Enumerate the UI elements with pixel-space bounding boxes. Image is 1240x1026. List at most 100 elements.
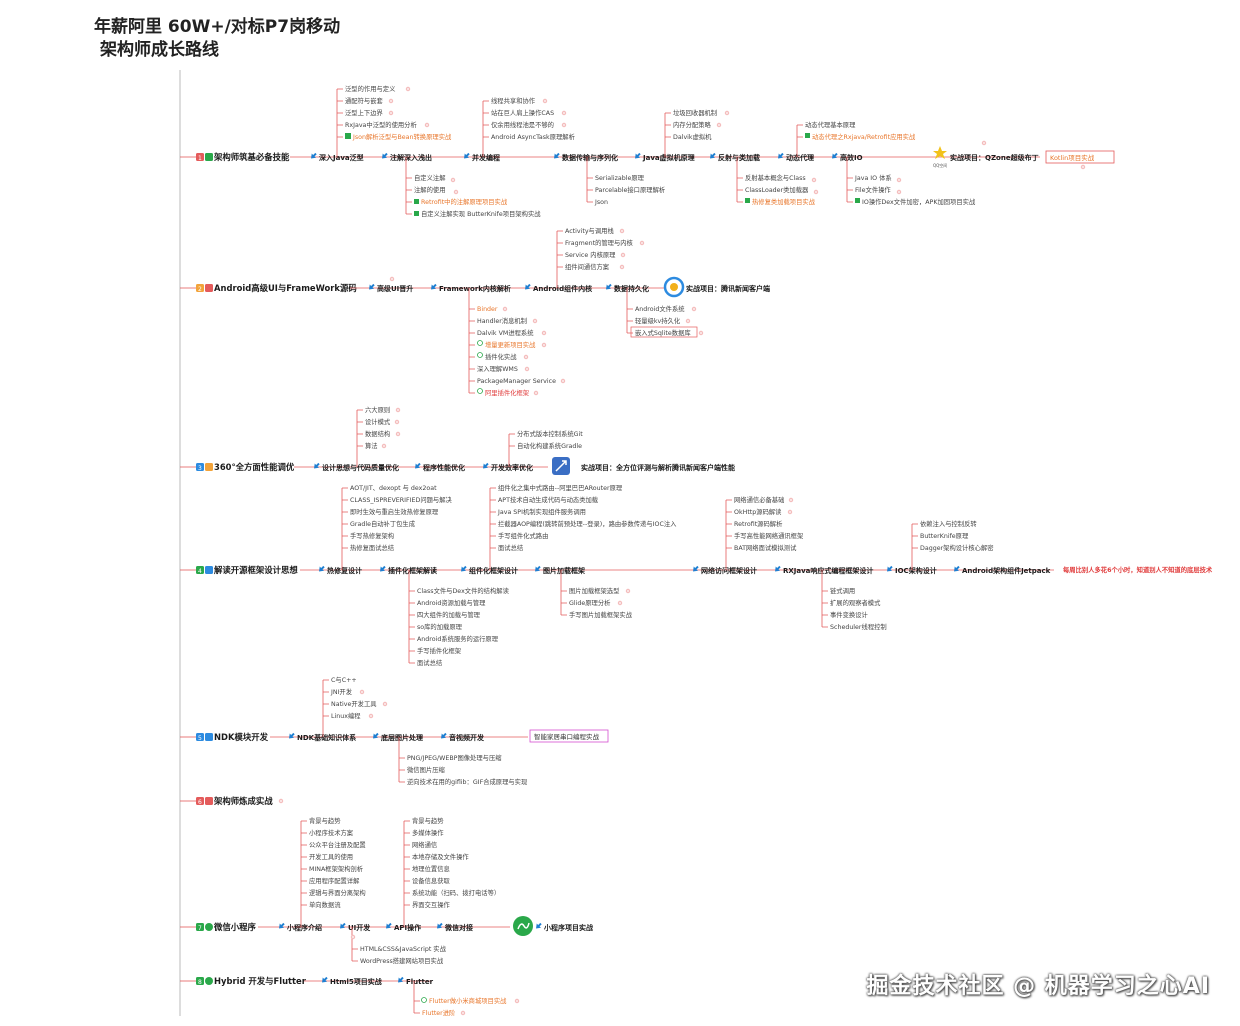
badge-4 xyxy=(196,566,204,574)
ndk-image-item: 逆向技术在用的giflib：GIF合成原理与实现 xyxy=(407,777,528,786)
node-ndk-basics[interactable]: NDK基础知识体系 xyxy=(297,733,356,742)
generics-item: RxJava中泛型的使用分析 xyxy=(345,120,417,129)
node-io[interactable]: 高效IO xyxy=(840,153,863,162)
check-icon xyxy=(414,199,419,204)
node-concurrency[interactable]: 并发编程 xyxy=(472,153,500,162)
node-rxjava[interactable]: RXJava响应式编程框架设计 xyxy=(783,566,873,575)
badge-6 xyxy=(196,797,204,805)
mp-intro-item: 公众平台注册及配置 xyxy=(309,840,366,849)
section-5: 5 NDK模块开发 NDK基础知识体系 底层图片处理 音视频开发 智能家居串口编… xyxy=(180,676,609,786)
check-icon xyxy=(745,198,750,203)
badge-8 xyxy=(196,977,204,985)
plugin-item: 四大组件的加载与管理 xyxy=(417,610,481,619)
target-icon xyxy=(477,388,483,394)
mp-api-item: 地理位置信息 xyxy=(412,864,450,873)
node-proxy[interactable]: 动态代理 xyxy=(786,153,814,162)
mp-intro-item: MINA框架架构剖析 xyxy=(309,864,364,873)
mp-intro-item: 开发工具的使用 xyxy=(309,852,353,861)
node-jvm[interactable]: Java虚拟机原理 xyxy=(642,153,695,162)
reflection-item: ClassLoader类加载器 xyxy=(745,185,809,194)
mp-intro-item: 单向数据流 xyxy=(309,900,341,909)
section-8: 8 Hybrid 开发与Flutter Html5项目实战 Flutter Fl… xyxy=(180,975,507,1017)
flutter-item: Flutter进阶 xyxy=(422,1008,456,1017)
concurrency-item: 线程共享和协作 xyxy=(491,96,536,105)
tool-icon xyxy=(205,153,213,161)
section-8-title[interactable]: Hybrid 开发与Flutter xyxy=(214,976,307,986)
node-annotations[interactable]: 注解深入浅出 xyxy=(390,153,432,162)
section-5-title[interactable]: NDK模块开发 xyxy=(214,732,269,742)
reflection-item: 反射基本概念与Class xyxy=(745,173,806,182)
node-mp-api[interactable]: API操作 xyxy=(394,923,421,932)
node-reflection[interactable]: 反射与类加载 xyxy=(718,153,760,162)
node-advanced-ui[interactable]: 高级UI晋升 xyxy=(377,284,413,293)
efficiency-item: 自动化构建系统Gradle xyxy=(517,441,582,450)
mp-intro-item: 小程序技术方案 xyxy=(309,828,354,837)
section-7-title[interactable]: 微信小程序 xyxy=(213,922,256,932)
node-html5[interactable]: Html5项目实战 xyxy=(330,977,382,986)
node-hotfix[interactable]: 热修复设计 xyxy=(327,566,362,575)
node-mp-wechat[interactable]: 微信对接 xyxy=(444,923,473,932)
node-mp-ui[interactable]: UI开发 xyxy=(348,923,371,932)
node-jetpack[interactable]: Android架构组件Jetpack xyxy=(962,566,1051,575)
section-4-title[interactable]: 解读开源框架设计思想 xyxy=(214,565,298,575)
badge-4-num: 4 xyxy=(198,568,202,575)
component-item: Activity与调用栈 xyxy=(565,226,614,235)
ioc-item: ButterKnife原理 xyxy=(920,532,969,540)
node-perf-project[interactable]: 实战项目：全方位评测与解析腾讯新闻客户端性能 xyxy=(581,463,735,472)
node-efficiency[interactable]: 开发效率优化 xyxy=(491,463,533,472)
ndk-basics-item: Native开发工具 xyxy=(331,699,377,708)
hotfix-item: 手写热修复架构 xyxy=(350,531,394,540)
node-image-loading[interactable]: 图片加载框架 xyxy=(543,566,585,575)
node-components[interactable]: Android组件内核 xyxy=(533,284,592,293)
section-2-title[interactable]: Android高级UI与FrameWork源码 xyxy=(214,283,357,293)
componentized-item: 拦截器AOP编程(跳转前预处理--登录)，路由参数传递与IOC注入 xyxy=(498,519,677,528)
section-4: 4 解读开源框架设计思想 热修复设计 插件化框架解读 组件化框架设计 图片加载框… xyxy=(180,483,1213,667)
persistence-item: 轻量级kv持久化 xyxy=(635,316,681,325)
node-ioc[interactable]: IOC架构设计 xyxy=(895,566,937,575)
persistence-item: Android文件系统 xyxy=(635,304,685,313)
generics-item: 通配符与嵌套 xyxy=(345,96,383,105)
node-design[interactable]: 设计思想与代码质量优化 xyxy=(322,463,399,472)
node-performance[interactable]: 程序性能优化 xyxy=(423,463,465,472)
ndk-image-item: 微信图片压缩 xyxy=(407,765,445,774)
node-mp-project[interactable]: 小程序项目实战 xyxy=(543,923,593,932)
node-flutter[interactable]: Flutter xyxy=(406,978,434,986)
section-6-title[interactable]: 架构师炼成实战 xyxy=(213,796,273,806)
node-componentized[interactable]: 组件化框架设计 xyxy=(469,566,518,575)
node-generics[interactable]: 深入Java泛型 xyxy=(319,153,364,162)
section-1: 1 架构师筑基必备技能 深入Java泛型 注解深入浅出 并发编程 数据传输与序列… xyxy=(180,84,1115,218)
generics-item: 泛型的作用与定义 xyxy=(345,84,396,93)
serialization-item: Json xyxy=(594,199,608,206)
node-ndk-image[interactable]: 底层图片处理 xyxy=(381,733,423,742)
badge-6-num: 6 xyxy=(198,799,202,806)
smart-home-project[interactable]: 智能家居串口编程实战 xyxy=(534,732,600,741)
reflection-item: 热修复类加载项目实战 xyxy=(752,197,816,206)
sqlite-box xyxy=(630,326,698,338)
wechat-miniprogram-icon xyxy=(513,916,533,936)
node-persistence[interactable]: 数据持久化 xyxy=(614,284,649,293)
section-3-title[interactable]: 360°全方面性能调优 xyxy=(214,462,295,472)
framework-item: 深入理解WMS xyxy=(477,364,518,373)
component-item: Fragment的管理与内核 xyxy=(565,238,634,247)
node-mp-intro[interactable]: 小程序介绍 xyxy=(286,923,322,932)
node-framework[interactable]: Framework内核解析 xyxy=(439,284,511,293)
kotlin-project[interactable]: Kotlin项目实战 xyxy=(1050,153,1095,162)
concurrency-item: Android AsyncTask原理解析 xyxy=(491,132,576,141)
kotlin-box xyxy=(1045,150,1115,164)
node-serialization[interactable]: 数据传输与序列化 xyxy=(562,153,618,162)
node-news-project[interactable]: 实战项目：腾讯新闻客户端 xyxy=(686,284,770,293)
miniprogram-icon xyxy=(205,923,213,931)
section-1-title[interactable]: 架构师筑基必备技能 xyxy=(213,152,290,162)
check-icon xyxy=(805,133,810,138)
check-icon xyxy=(855,198,860,203)
rocket-icon-glyph xyxy=(555,460,567,472)
badge-2 xyxy=(196,284,204,292)
network-item: Retrofit源码解析 xyxy=(734,519,783,528)
node-plugin[interactable]: 插件化框架解读 xyxy=(388,566,437,575)
componentized-item: APT技术自动生成代码与动态类加载 xyxy=(498,495,599,504)
node-av[interactable]: 音视频开发 xyxy=(449,733,485,742)
section-3: 3 360°全方面性能调优 设计思想与代码质量优化 程序性能优化 开发效率优化 … xyxy=(180,405,735,475)
node-qzone-project[interactable]: 实战项目：QZone超级布丁 xyxy=(950,153,1039,162)
node-network[interactable]: 网络访问框架设计 xyxy=(701,566,757,575)
